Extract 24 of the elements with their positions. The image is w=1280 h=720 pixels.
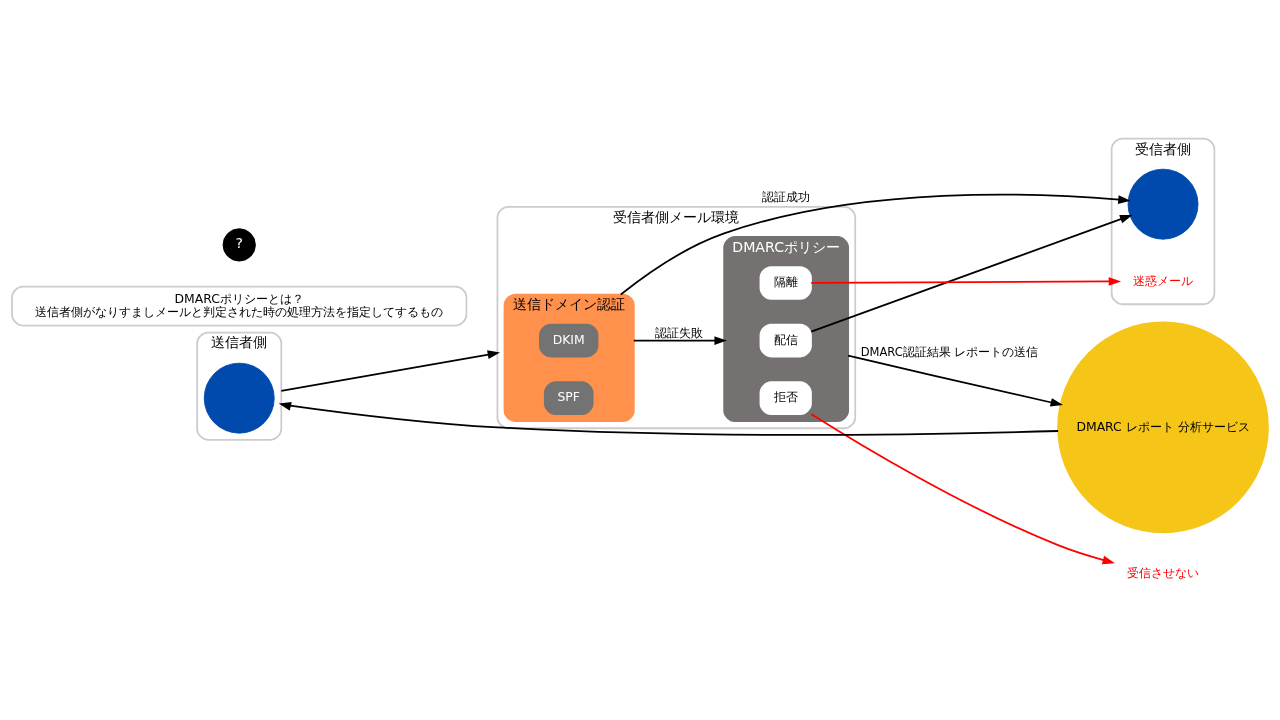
node-person bbox=[203, 362, 275, 434]
arrow bbox=[632, 335, 727, 345]
node-text: 受信させない bbox=[1127, 564, 1200, 580]
arrow bbox=[847, 354, 1063, 407]
arrow bbox=[278, 401, 1059, 436]
node-box: DMARCポリシーとは？ 送信者側がなりすましメールと判定された時の処理方法を指定してするもの bbox=[11, 285, 468, 326]
arrow bbox=[810, 412, 1115, 564]
node-text: 迷惑メール bbox=[1133, 272, 1194, 288]
node-person bbox=[1127, 168, 1199, 240]
node-box: 配信 bbox=[759, 323, 812, 357]
node-circle: DMARC レポート 分析サービス bbox=[1057, 321, 1269, 533]
node-box: 拒否 bbox=[759, 380, 812, 415]
arrow bbox=[619, 193, 1131, 295]
edge-label: DMARC認証結果 レポートの送信 bbox=[860, 344, 1039, 359]
node-box: DKIM bbox=[539, 323, 599, 357]
node-box: SPF bbox=[543, 380, 594, 415]
arrow bbox=[810, 214, 1133, 332]
label: ? bbox=[235, 234, 243, 251]
cluster: 送信者側 bbox=[196, 331, 283, 441]
arrow bbox=[280, 349, 501, 392]
edge-label: 認証失敗 bbox=[654, 325, 703, 340]
node-box: 隔離 bbox=[759, 265, 812, 300]
edge-label: 認証成功 bbox=[761, 189, 810, 204]
arrow bbox=[810, 276, 1122, 286]
